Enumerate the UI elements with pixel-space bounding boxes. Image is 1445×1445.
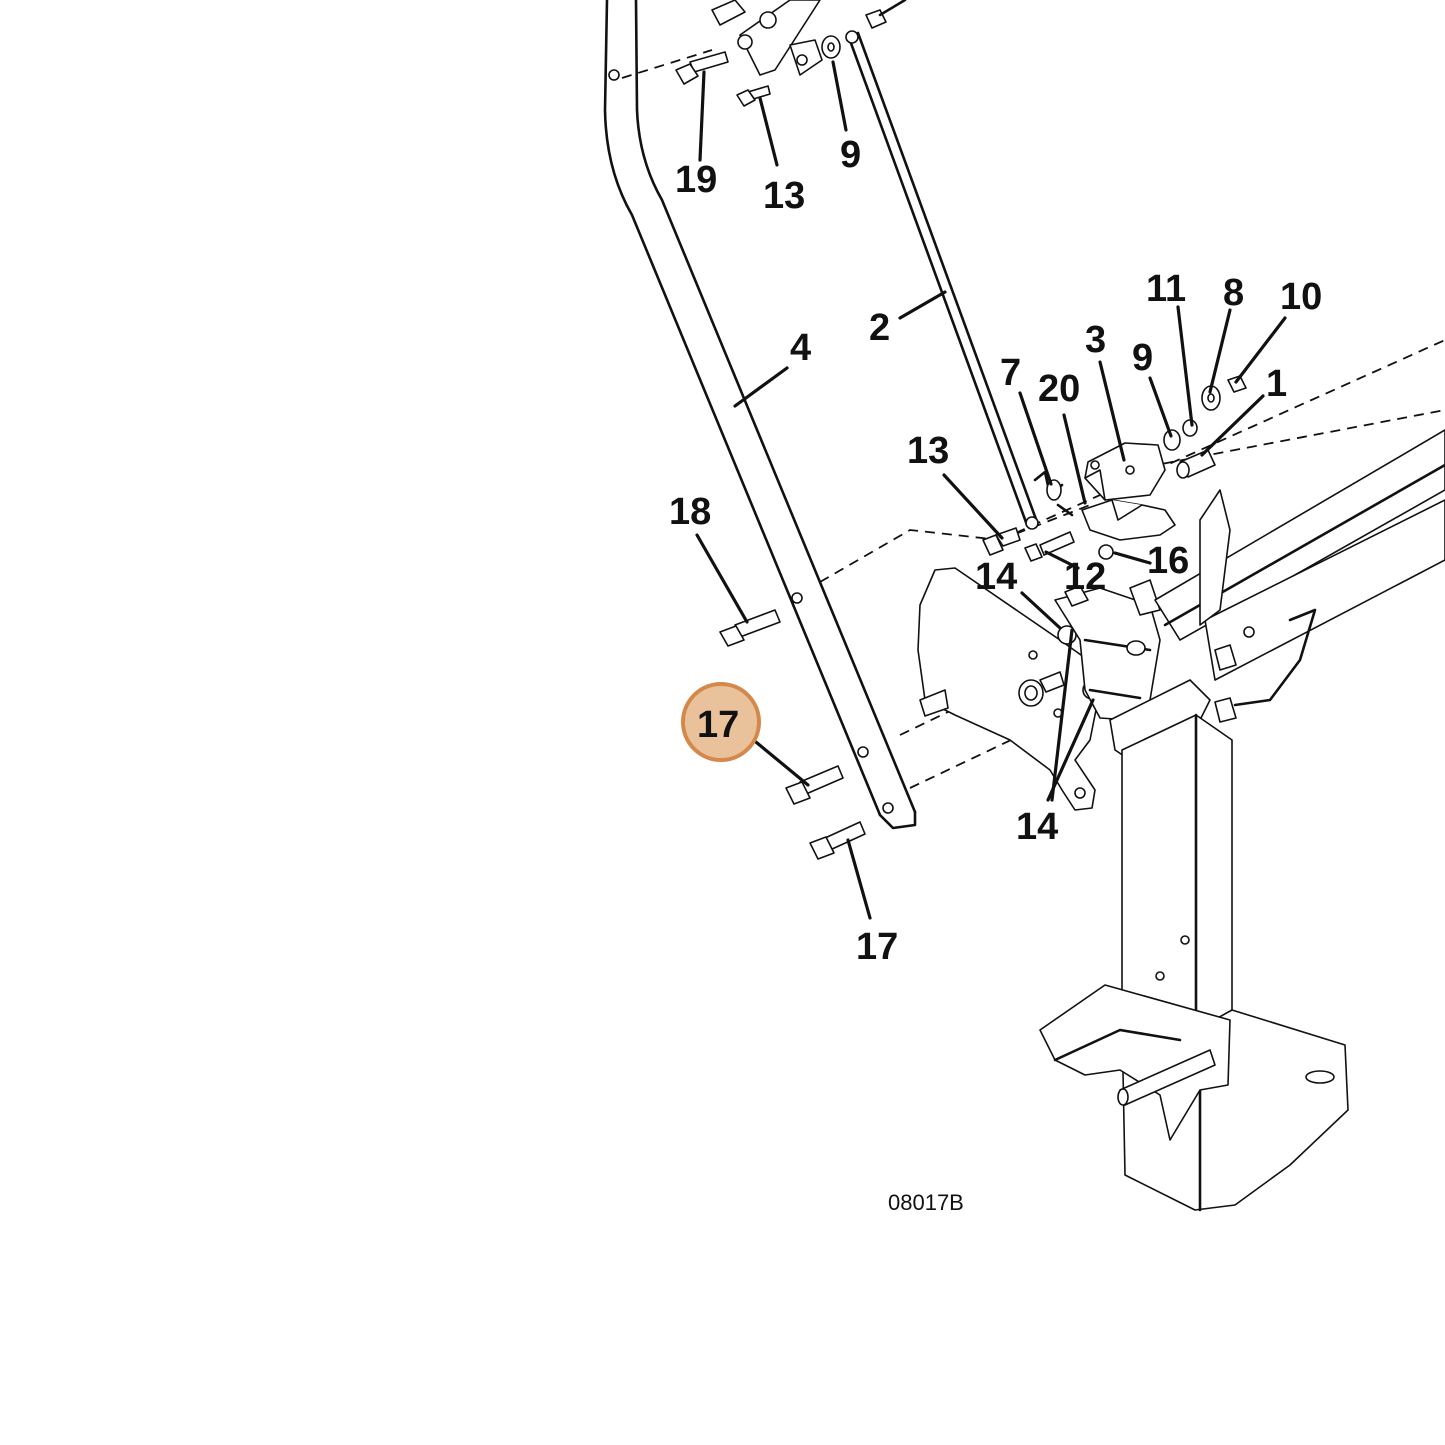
- callout-14[interactable]: 14: [975, 556, 1017, 598]
- vertical-post: [1039, 713, 1349, 1212]
- boom-arm: [1109, 429, 1445, 761]
- left-bolts: [719, 609, 866, 860]
- callout-19[interactable]: 19: [675, 159, 717, 201]
- top-hardware: [675, 0, 907, 107]
- callout-13[interactable]: 13: [763, 175, 805, 217]
- callout-leader-lines: [695, 60, 1287, 920]
- callout-11[interactable]: 11: [1146, 268, 1186, 310]
- callout-16[interactable]: 16: [1147, 540, 1189, 582]
- callout-9[interactable]: 9: [840, 134, 861, 176]
- callout-12[interactable]: 12: [1064, 556, 1106, 598]
- callout-3[interactable]: 3: [1085, 319, 1106, 361]
- callout-13-lower[interactable]: 13: [907, 430, 949, 472]
- callout-10[interactable]: 10: [1280, 276, 1322, 318]
- callout-14-lower[interactable]: 14: [1016, 806, 1058, 848]
- callout-8[interactable]: 8: [1223, 272, 1244, 314]
- drawing-number: 08017B: [888, 1190, 964, 1215]
- callout-7[interactable]: 7: [1000, 352, 1021, 394]
- callout-20[interactable]: 20: [1038, 368, 1080, 410]
- callout-17-highlighted[interactable]: 17: [697, 704, 739, 746]
- rod-part-2: [845, 30, 1039, 530]
- callout-2[interactable]: 2: [869, 307, 890, 349]
- callout-9-lower[interactable]: 9: [1132, 337, 1153, 379]
- highlight-circle: [681, 682, 761, 762]
- callout-18[interactable]: 18: [669, 491, 711, 533]
- pivot-housing: [1054, 579, 1161, 721]
- callout-4[interactable]: 4: [790, 327, 811, 369]
- callout-1[interactable]: 1: [1266, 363, 1287, 405]
- mid-hardware: [982, 375, 1247, 562]
- callout-17[interactable]: 17: [856, 926, 898, 968]
- tube-part-4: [603, 0, 917, 830]
- callout-labels: 19 13 9 2 4 11 8 10 3 9 7 20 1 13 18 14 …: [669, 134, 1322, 968]
